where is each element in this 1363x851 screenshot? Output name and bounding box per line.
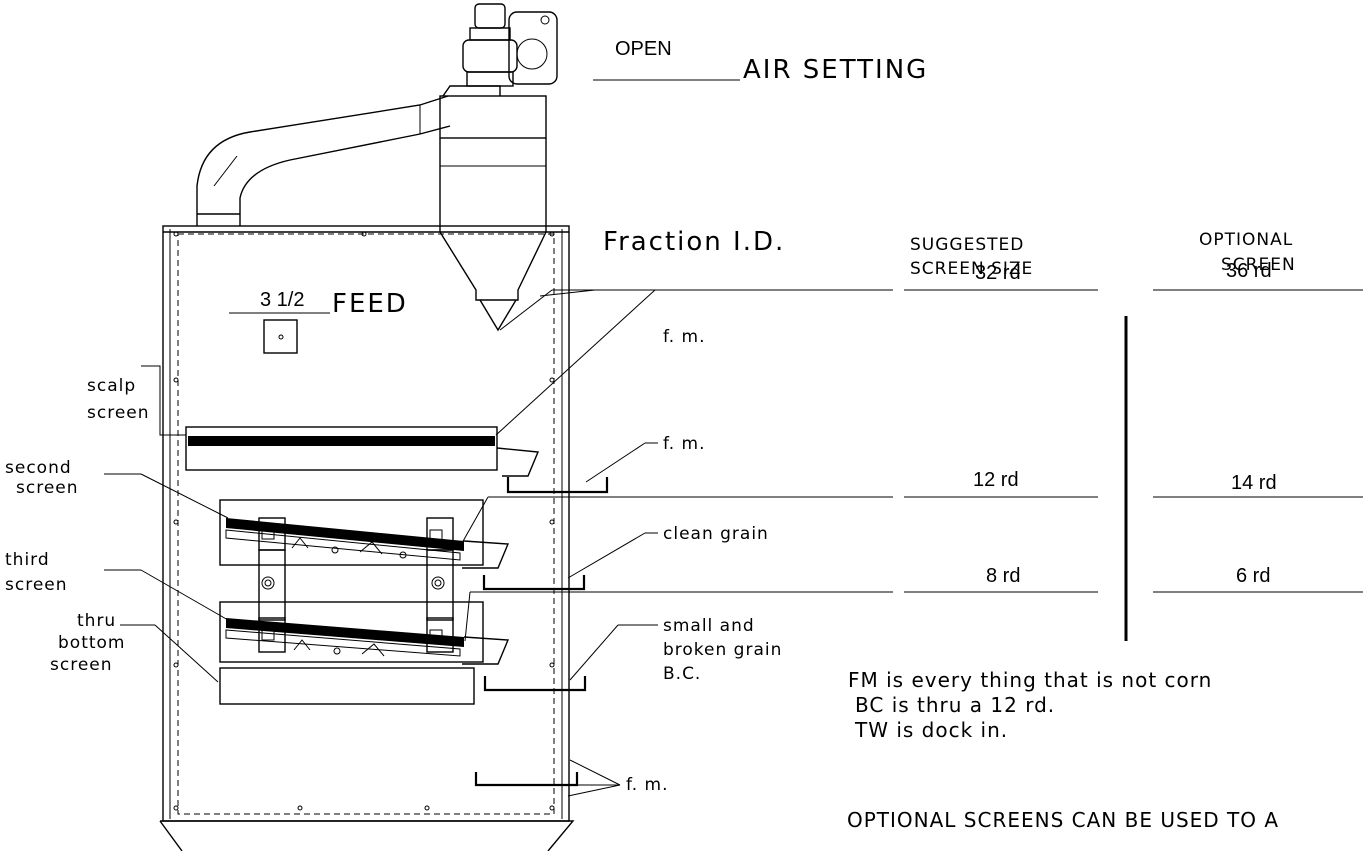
suggested-header-line2: SCREEN SIZE — [910, 259, 1033, 279]
thru-label-2: bottom — [58, 633, 125, 653]
feed-gate — [263, 319, 298, 354]
optional-size-1: 36 rd — [1226, 260, 1272, 282]
small-grain-label-3: B.C. — [663, 664, 701, 684]
table-row: 8 rd 6 rd — [904, 565, 1363, 593]
bottom-tray — [219, 667, 475, 705]
fm-label-middle: f. m. — [663, 434, 706, 454]
scalp-label-2: screen — [87, 403, 150, 423]
suggested-header-line1: SUGGESTED — [910, 235, 1024, 255]
optional-size-3: 6 rd — [1236, 565, 1270, 587]
fm-label-bottom: f. m. — [626, 775, 669, 795]
fan-motor — [462, 3, 558, 87]
discharge-troughs — [474, 477, 609, 787]
fraction-id-header: Fraction I.D. — [603, 227, 785, 257]
cyclone-separator — [439, 95, 547, 332]
fm-label-top: f. m. — [663, 327, 706, 347]
base-hopper — [159, 820, 575, 851]
small-grain-label-1: small and — [663, 616, 755, 636]
air-setting-value: OPEN — [615, 38, 672, 60]
leader-lines — [104, 289, 893, 797]
third-screen — [219, 601, 510, 665]
feed-value: 3 1/2 — [260, 289, 304, 311]
optional-header-line1: OPTIONAL — [1199, 230, 1293, 250]
small-grain-label-2: broken grain — [663, 640, 782, 660]
note-fm: FM is every thing that is not corn — [848, 668, 1212, 692]
feed-label: FEED — [332, 289, 408, 319]
screen-linkage — [258, 549, 454, 621]
table-row: 32 rd 36 rd — [904, 260, 1363, 291]
third-label-1: third — [5, 550, 50, 570]
scalp-label-1: scalp — [87, 376, 136, 396]
optional-header-line2: SCREEN — [1221, 255, 1296, 275]
scalp-screen — [185, 426, 540, 477]
air-duct — [196, 85, 501, 226]
optional-size-2: 14 rd — [1231, 472, 1277, 494]
second-screen — [219, 499, 510, 569]
suggested-size-3: 8 rd — [986, 565, 1020, 587]
second-label-2: screen — [16, 478, 79, 498]
air-setting-label: AIR SETTING — [743, 55, 928, 85]
note-tw: TW is dock in. — [854, 718, 1008, 742]
footer-note: OPTIONAL SCREENS CAN BE USED TO A — [847, 808, 1279, 832]
note-bc: BC is thru a 12 rd. — [855, 693, 1055, 717]
thru-label-1: thru — [77, 611, 116, 631]
second-label-1: second — [5, 458, 72, 478]
suggested-size-1: 32 rd — [975, 262, 1021, 284]
clean-grain-label: clean grain — [663, 524, 769, 544]
suggested-size-2: 12 rd — [973, 469, 1019, 491]
cabinet-bolts — [173, 231, 555, 811]
table-row: 12 rd 14 rd — [904, 469, 1363, 498]
thru-label-3: screen — [50, 655, 113, 675]
third-label-2: screen — [5, 575, 68, 595]
